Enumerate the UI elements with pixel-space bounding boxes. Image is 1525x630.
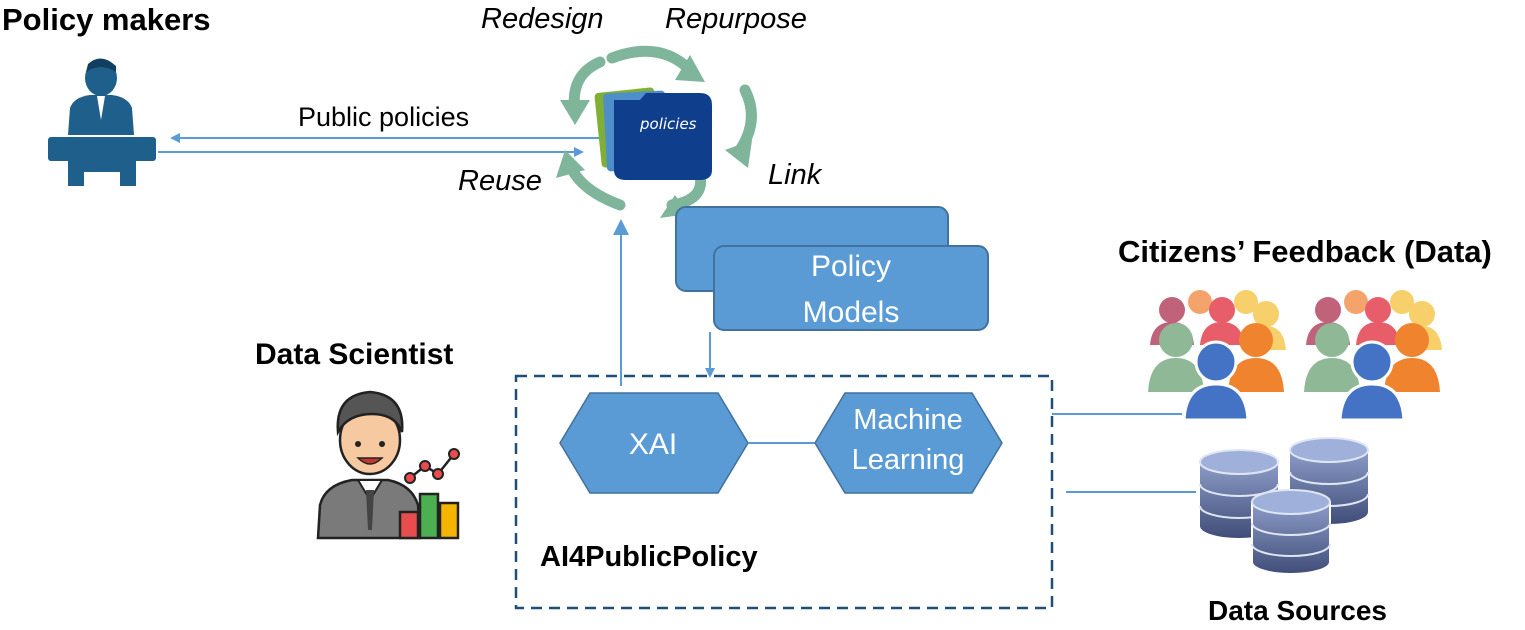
repurpose-label: Repurpose xyxy=(665,3,807,35)
policy-folder-icon: policies xyxy=(594,87,712,180)
platform-container xyxy=(514,374,1054,610)
policy-models-line1: Policy xyxy=(811,250,891,283)
link-label: Link xyxy=(768,159,823,191)
crowd-icon xyxy=(1304,290,1442,422)
folder-label: policies xyxy=(639,115,697,133)
data-sources-title: Data Sources xyxy=(1208,595,1387,626)
data-scientist-icon xyxy=(316,390,460,540)
database-icon xyxy=(1251,489,1331,575)
public-policies-label: Public policies xyxy=(298,102,469,132)
ml-label-line2: Learning xyxy=(852,444,965,476)
xai-label: XAI xyxy=(629,428,677,461)
redesign-label: Redesign xyxy=(481,3,604,35)
data-scientist-title: Data Scientist xyxy=(255,338,453,371)
presenter-icon xyxy=(48,58,156,186)
policy-makers-title: Policy makers xyxy=(2,2,211,37)
ml-label-line1: Machine xyxy=(853,404,963,436)
platform-name: AI4PublicPolicy xyxy=(540,541,758,573)
policy-models-box xyxy=(713,245,989,331)
ml-hexagon xyxy=(814,392,1003,494)
crowd-icon xyxy=(1148,290,1286,422)
policy-models-line2: Models xyxy=(803,296,900,329)
reuse-label: Reuse xyxy=(458,165,542,197)
citizens-feedback-title: Citizens’ Feedback (Data) xyxy=(1118,234,1492,269)
